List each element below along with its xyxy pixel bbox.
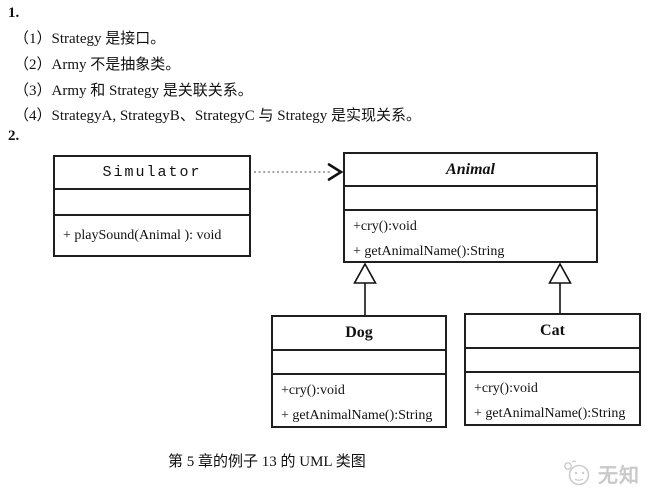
method-line: +cry():void bbox=[353, 219, 417, 234]
uml-class-dog: Dog +cry():void + getAnimalName():String bbox=[271, 315, 447, 428]
method-line: + getAnimalName():String bbox=[474, 406, 626, 421]
method-line: +cry():void bbox=[474, 381, 538, 396]
methods-compartment-animal: +cry():void + getAnimalName():String bbox=[345, 211, 596, 261]
watermark: 无知 bbox=[560, 458, 640, 488]
list-item-4: （4）StrategyA, StrategyB、StrategyC 与 Stra… bbox=[14, 108, 422, 124]
method-line: + playSound(Animal ): void bbox=[63, 228, 222, 243]
generalization-arrow-dog-animal bbox=[353, 262, 377, 315]
attributes-compartment-simulator bbox=[55, 190, 249, 216]
attributes-compartment-animal bbox=[345, 187, 596, 211]
section-1-number: 1. bbox=[8, 5, 20, 21]
uml-class-simulator: Simulator + playSound(Animal ): void bbox=[53, 155, 251, 257]
methods-compartment-cat: +cry():void + getAnimalName():String bbox=[466, 373, 639, 424]
list-item-1: （1）Strategy 是接口。 bbox=[14, 31, 166, 47]
uml-class-animal: Animal +cry():void + getAnimalName():Str… bbox=[343, 152, 598, 263]
methods-compartment-simulator: + playSound(Animal ): void bbox=[55, 216, 249, 255]
methods-compartment-dog: +cry():void + getAnimalName():String bbox=[273, 375, 445, 426]
list-item-2: （2）Army 不是抽象类。 bbox=[14, 57, 181, 73]
dependency-arrow-simulator-animal bbox=[254, 163, 344, 181]
attributes-compartment-dog bbox=[273, 351, 445, 375]
method-line: +cry():void bbox=[281, 383, 345, 398]
class-name-cat: Cat bbox=[466, 315, 639, 349]
class-name-simulator: Simulator bbox=[55, 157, 249, 190]
figure-caption: 第 5 章的例子 13 的 UML 类图 bbox=[168, 454, 366, 470]
list-item-3: （3）Army 和 Strategy 是关联关系。 bbox=[14, 83, 253, 99]
attributes-compartment-cat bbox=[466, 349, 639, 373]
uml-class-cat: Cat +cry():void + getAnimalName():String bbox=[464, 313, 641, 426]
class-name-dog: Dog bbox=[273, 317, 445, 351]
watermark-logo-icon bbox=[564, 460, 590, 486]
method-line: + getAnimalName():String bbox=[353, 244, 505, 259]
method-line: + getAnimalName():String bbox=[281, 408, 433, 423]
section-2-number: 2. bbox=[8, 128, 20, 144]
class-name-animal: Animal bbox=[345, 154, 596, 187]
generalization-arrow-cat-animal bbox=[548, 262, 572, 313]
watermark-text: 无知 bbox=[598, 464, 640, 487]
